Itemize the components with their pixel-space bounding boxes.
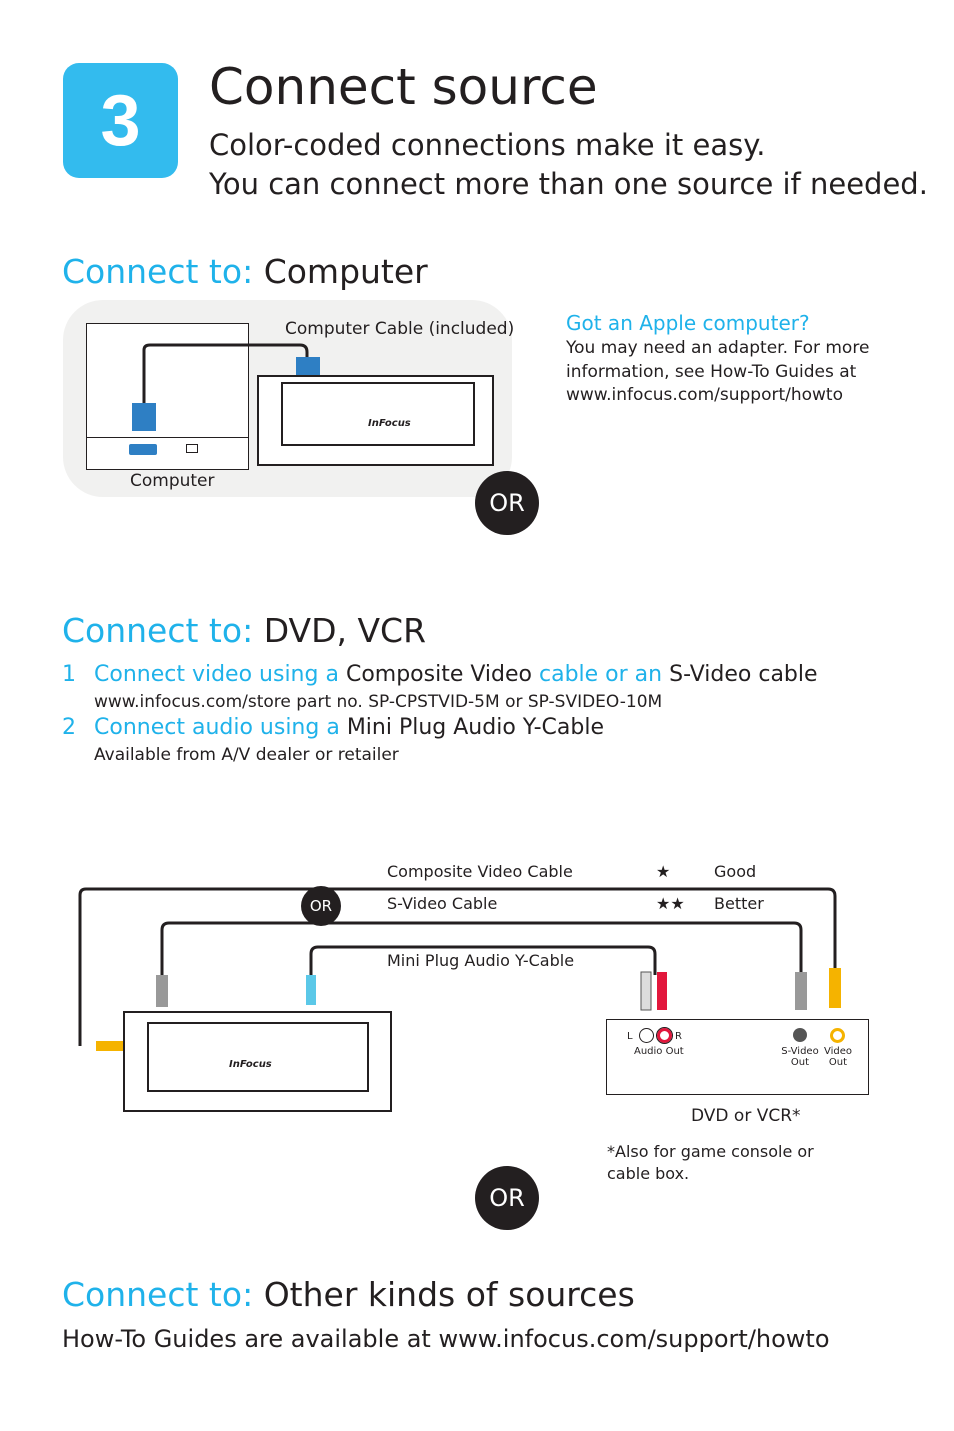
- step-number-badge: 3: [63, 63, 178, 178]
- port-label-audio-out: Audio Out: [634, 1046, 684, 1057]
- step-note: www.infocus.com/store part no. SP-CPSTVI…: [94, 692, 663, 712]
- heading-target: DVD, VCR: [263, 611, 427, 650]
- legend-stars: ★: [656, 862, 671, 881]
- svideo-cable: [160, 921, 803, 980]
- computer-label: Computer: [130, 471, 215, 491]
- vga-port-icon: [129, 444, 157, 455]
- audio-cable: [309, 945, 657, 980]
- heading-prefix: Connect to:: [62, 611, 254, 650]
- yellow-plug-icon: [829, 968, 841, 1008]
- step-number: 1: [62, 662, 76, 687]
- or-badge: OR: [475, 471, 539, 535]
- yellow-plug-icon: [96, 1041, 134, 1051]
- step-text: Connect video using a: [94, 662, 339, 687]
- apple-text-line: www.infocus.com/support/howto: [566, 385, 843, 405]
- step-emph: S-Video cable: [669, 662, 818, 687]
- usb-port-icon: [186, 444, 198, 453]
- footnote: *Also for game console or cable box.: [607, 1142, 814, 1183]
- red-plug-icon: [657, 972, 667, 1010]
- label-line: S-Video: [781, 1046, 819, 1057]
- section-heading-computer: Connect to: Computer: [62, 252, 428, 291]
- or-badge-small: OR: [301, 886, 341, 926]
- dvd-step-2: Connect audio using a Mini Plug Audio Y-…: [94, 715, 604, 740]
- heading-prefix: Connect to:: [62, 1275, 254, 1314]
- step-note: Available from A/V dealer or retailer: [94, 745, 399, 765]
- computer-cable-label: Computer Cable (included): [285, 319, 515, 339]
- legend-rating: Better: [714, 894, 764, 913]
- audio-mini-plug-icon: [306, 975, 316, 1005]
- step-text: cable or an: [539, 662, 663, 687]
- legend-cable: Composite Video Cable: [387, 862, 573, 881]
- step-emph: Mini Plug Audio Y-Cable: [346, 715, 604, 740]
- video-port-icon: [830, 1028, 845, 1043]
- composite-video-cable: [78, 887, 837, 1046]
- audio-cable-label: Mini Plug Audio Y-Cable: [387, 951, 575, 970]
- computer-cable: [142, 343, 309, 405]
- apple-text: You may need an adapter. For more inform…: [566, 337, 869, 408]
- white-audio-port-icon: [639, 1028, 654, 1043]
- label-line: Out: [790, 1057, 810, 1068]
- label-line: Video: [823, 1046, 853, 1057]
- section-heading-other: Connect to: Other kinds of sources: [62, 1275, 635, 1314]
- brand-logo: InFocus: [229, 1059, 272, 1070]
- computer-icon: [86, 323, 249, 439]
- page-title: Connect source: [209, 58, 598, 116]
- subtitle-line-2: You can connect more than one source if …: [209, 167, 928, 201]
- projector-ports: InFocus: [281, 382, 475, 446]
- step-emph: Composite Video: [345, 662, 532, 687]
- svideo-plug-icon: [156, 975, 168, 1007]
- svideo-port-icon: [793, 1028, 807, 1042]
- legend-rating: Good: [714, 862, 757, 881]
- heading-target: Other kinds of sources: [263, 1275, 635, 1314]
- port-label-l: L: [627, 1031, 633, 1042]
- apple-text-line: You may need an adapter. For more: [566, 338, 870, 358]
- computer-base: [86, 437, 249, 470]
- port-label-r: R: [675, 1031, 682, 1042]
- dvd-step-1: Connect video using a Composite Video ca…: [94, 662, 818, 687]
- brand-logo: InFocus: [368, 418, 411, 429]
- red-audio-port-icon: [656, 1027, 673, 1044]
- heading-target: Computer: [263, 252, 428, 291]
- section-heading-dvd: Connect to: DVD, VCR: [62, 611, 426, 650]
- step-text: Connect audio using a: [94, 715, 340, 740]
- legend-cable: S-Video Cable: [387, 894, 498, 913]
- dvd-label: DVD or VCR*: [691, 1106, 801, 1126]
- other-sources-text: How-To Guides are available at www.infoc…: [62, 1325, 830, 1353]
- heading-prefix: Connect to:: [62, 252, 254, 291]
- vga-plug-icon: [132, 403, 156, 431]
- projector-ports: InFocus: [147, 1022, 369, 1092]
- white-plug-icon: [640, 971, 652, 1011]
- label-line: Out: [828, 1057, 848, 1068]
- apple-text-line: information, see How-To Guides at: [566, 361, 857, 382]
- projector-rear-panel: InFocus: [123, 1011, 392, 1112]
- subtitle-line-1: Color-coded connections make it easy.: [209, 128, 766, 162]
- svideo-plug-icon: [795, 972, 807, 1010]
- projector-rear-panel: InFocus: [257, 375, 494, 466]
- or-badge: OR: [475, 1166, 539, 1230]
- apple-heading: Got an Apple computer?: [566, 311, 810, 335]
- legend-stars: ★★: [656, 894, 685, 913]
- step-number: 2: [62, 715, 76, 740]
